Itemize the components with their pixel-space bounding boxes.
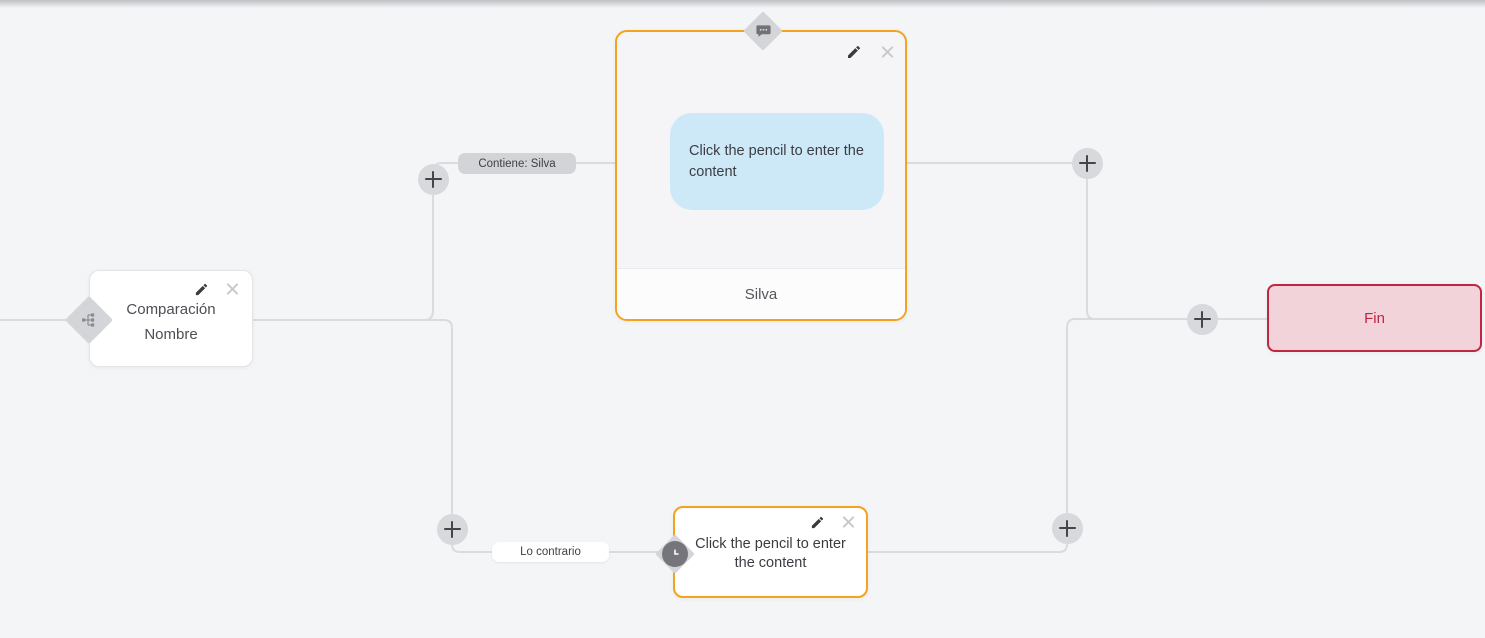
delay-type-diamond — [655, 534, 695, 574]
edge-condition-to-message — [423, 162, 615, 321]
message-node-name: Silva — [744, 285, 778, 303]
edge-message-to-merge — [907, 162, 1130, 320]
pencil-icon[interactable] — [846, 44, 862, 60]
close-icon[interactable] — [224, 281, 240, 297]
end-node-label: Fin — [1364, 309, 1385, 327]
end-node[interactable]: Fin — [1267, 284, 1482, 352]
delay-placeholder-text: Click the pencil to enter the content — [695, 536, 846, 571]
condition-title-line1: Comparación — [126, 301, 216, 318]
pencil-icon[interactable] — [193, 281, 209, 297]
message-node-footer: Silva — [617, 268, 905, 319]
branch-icon — [82, 312, 95, 327]
message-bubble: Click the pencil to enter the content — [670, 113, 884, 210]
add-step-button-top-branch[interactable] — [417, 163, 449, 195]
add-step-button-bottom-branch[interactable] — [436, 513, 468, 545]
message-type-diamond — [743, 11, 783, 51]
close-icon[interactable] — [879, 44, 895, 60]
add-step-button-after-delay[interactable] — [1051, 512, 1083, 544]
pencil-icon[interactable] — [809, 514, 825, 530]
close-icon[interactable] — [840, 514, 856, 530]
message-placeholder-text: Click the pencil to enter the content — [689, 142, 864, 180]
clock-icon — [662, 541, 688, 567]
condition-title-line2: Nombre — [144, 326, 198, 343]
condition-type-diamond — [66, 297, 112, 343]
message-node[interactable]: Click the pencil to enter the content Si… — [615, 25, 907, 321]
edge-condition-to-delay — [253, 319, 673, 553]
edge-label-top-branch[interactable]: Contiene: Silva — [458, 153, 576, 174]
condition-node[interactable]: Comparación Nombre — [82, 270, 253, 367]
edge-delay-to-end — [868, 318, 1267, 553]
add-step-button-after-message[interactable] — [1071, 147, 1103, 179]
chat-bubble-icon — [755, 25, 771, 37]
delay-node[interactable]: Click the pencil to enter the content — [662, 506, 868, 598]
add-step-button-before-end[interactable] — [1186, 303, 1218, 335]
edge-label-bottom-branch[interactable]: Lo contrario — [492, 542, 609, 562]
